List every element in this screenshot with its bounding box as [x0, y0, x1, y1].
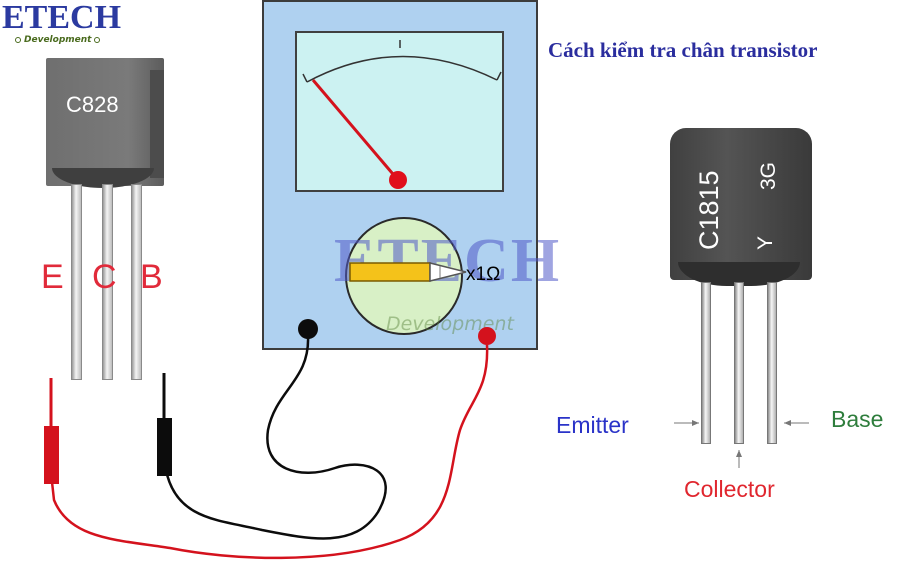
c1815-lead-collector — [734, 282, 744, 444]
black-probe-handle — [157, 418, 172, 476]
base-arrow-head — [784, 420, 791, 426]
logo-subtitle-text: Development — [24, 35, 92, 45]
etech-logo: ETECH Development — [2, 0, 121, 46]
c828-base — [52, 168, 154, 188]
collector-label: Collector — [684, 476, 775, 502]
needle-pivot — [389, 171, 407, 189]
c828-side-shade — [150, 70, 164, 178]
watermark-logo: ETECH — [334, 227, 562, 295]
range-label: x1Ω — [466, 264, 501, 285]
emitter-arrow-head — [692, 420, 699, 426]
black-lead-wire — [162, 335, 387, 540]
logo-word: ETECH — [2, 0, 122, 36]
red-probe-handle — [44, 426, 59, 484]
c1815-body — [670, 128, 812, 280]
scale-tick-right — [496, 71, 502, 81]
c1815-grade: Y — [754, 235, 777, 250]
c828-lead-emitter — [71, 184, 82, 380]
base-label: Base — [831, 406, 884, 432]
meter-needle — [311, 79, 400, 181]
emitter-label: Emitter — [556, 412, 629, 438]
com-jack — [298, 319, 318, 339]
c1815-part-number: C1815 — [694, 170, 724, 250]
c1815-lead-emitter — [701, 282, 711, 444]
red-lead-wire — [50, 344, 489, 560]
c1815-marking: 3G — [757, 161, 780, 190]
meter-display — [295, 31, 504, 192]
c1815-lead-base — [767, 282, 777, 444]
range-pointer — [349, 262, 467, 282]
meter-scale-arc — [306, 55, 498, 83]
c828-part-number: C828 — [66, 92, 119, 117]
c828-lead-base — [131, 184, 142, 380]
v-ohm-jack — [478, 327, 496, 345]
collector-arrow-head — [736, 450, 742, 457]
c828-pin-b-label: B — [140, 258, 163, 296]
c828-pin-c-label: C — [92, 258, 117, 296]
c828-lead-collector — [102, 184, 113, 380]
c828-body — [46, 58, 164, 186]
scale-tick-left — [302, 73, 308, 83]
logo-subtitle: Development — [12, 35, 103, 45]
c828-pin-e-label: E — [41, 258, 64, 296]
diagram-title: Cách kiểm tra chân transistor — [548, 38, 818, 62]
